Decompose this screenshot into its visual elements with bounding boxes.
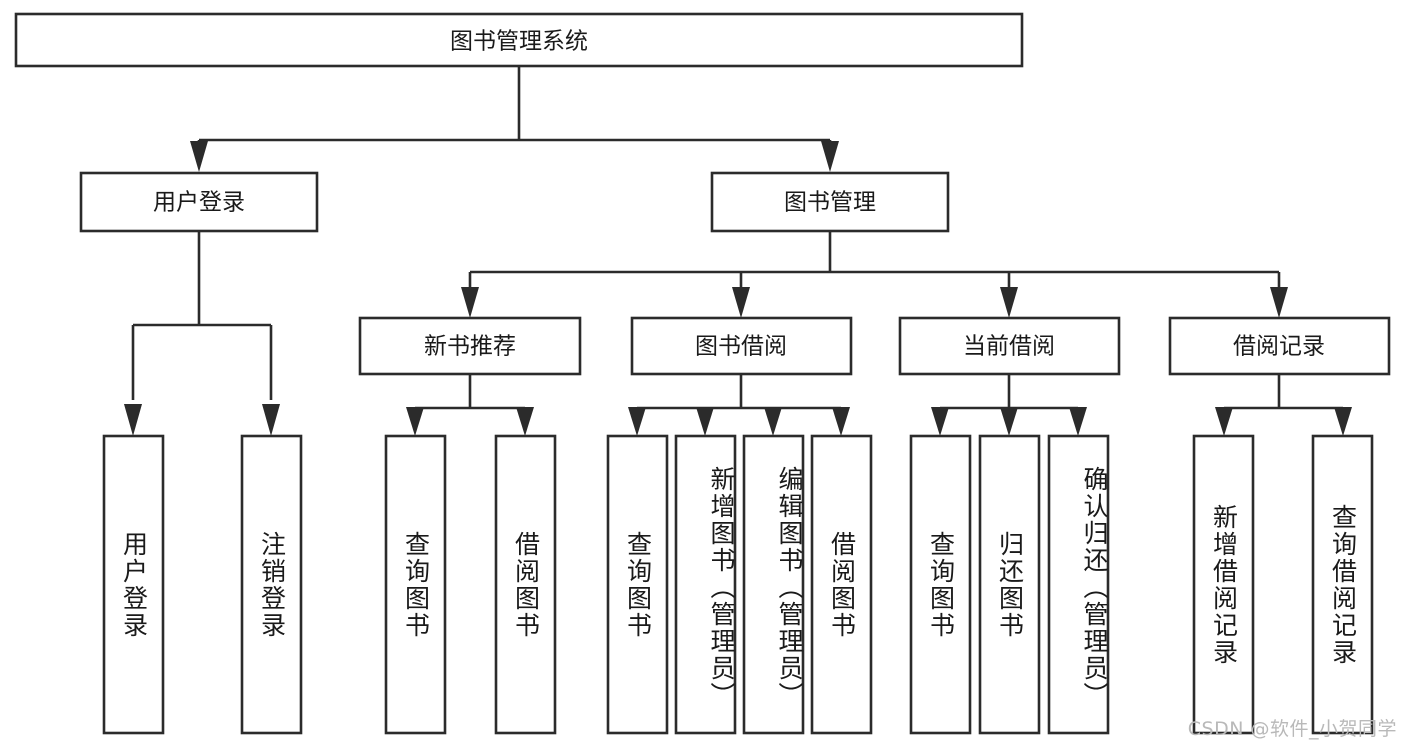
node-box-leaf-user-login-0[interactable] xyxy=(102,434,165,735)
arrow-head-icon xyxy=(1215,407,1233,436)
node-box-root[interactable] xyxy=(14,12,1024,68)
arrow-head-icon xyxy=(1000,407,1018,436)
arrow-head-icon xyxy=(461,287,479,318)
node-box-book-manage[interactable] xyxy=(710,171,950,233)
arrow-head-icon xyxy=(821,141,839,172)
node-box-leaf-user-login-1[interactable] xyxy=(240,434,303,735)
node-box-leaf-book-borrow-3[interactable] xyxy=(810,434,873,735)
arrow-head-icon xyxy=(696,407,714,436)
node-box-leaf-book-borrow-0[interactable] xyxy=(606,434,669,735)
arrow-head-icon xyxy=(931,407,949,436)
arrow-head-icon xyxy=(124,404,142,436)
connector-group-book-borrow xyxy=(628,374,850,436)
arrow-head-icon xyxy=(406,407,424,436)
arrow-head-icon xyxy=(764,407,782,436)
node-label-new-book-recommend: 新书推荐 xyxy=(424,334,516,360)
node-box-user-login[interactable] xyxy=(79,171,319,233)
arrow-head-icon xyxy=(628,407,646,436)
node-box-leaf-new-book-1[interactable] xyxy=(494,434,557,735)
node-box-leaf-new-book-0[interactable] xyxy=(384,434,447,735)
connector-group-root xyxy=(190,66,839,172)
node-box-borrow-record[interactable] xyxy=(1168,316,1391,376)
node-label-current-borrow: 当前借阅 xyxy=(963,334,1055,360)
node-label-borrow-record: 借阅记录 xyxy=(1233,334,1325,360)
node-box-leaf-borrow-record-1[interactable] xyxy=(1311,434,1374,735)
arrow-head-icon xyxy=(1334,407,1352,436)
arrow-head-icon xyxy=(262,404,280,436)
connector-group-borrow-record xyxy=(1215,374,1352,436)
node-box-leaf-book-borrow-2[interactable] xyxy=(742,434,805,735)
node-box-leaf-current-borrow-2[interactable] xyxy=(1047,434,1110,735)
node-box-leaf-current-borrow-1[interactable] xyxy=(978,434,1041,735)
node-label-root: 图书管理系统 xyxy=(450,29,588,55)
node-label-book-manage: 图书管理 xyxy=(784,190,876,216)
node-box-leaf-current-borrow-0[interactable] xyxy=(909,434,972,735)
arrow-head-icon xyxy=(832,407,850,436)
node-label-book-borrow: 图书借阅 xyxy=(695,334,787,360)
connector-group-current-borrow xyxy=(931,374,1087,436)
arrow-head-icon xyxy=(516,407,534,436)
node-box-current-borrow[interactable] xyxy=(898,316,1121,376)
arrow-head-icon xyxy=(190,141,208,172)
arrow-head-icon xyxy=(1270,287,1288,318)
connector-group-new-book xyxy=(406,374,534,436)
node-box-book-borrow[interactable] xyxy=(630,316,853,376)
connector-group-book-manage xyxy=(461,231,1288,318)
node-box-leaf-book-borrow-1[interactable] xyxy=(674,434,737,735)
arrow-head-icon xyxy=(1069,407,1087,436)
node-label-user-login: 用户登录 xyxy=(153,190,245,216)
connector-group-user-login xyxy=(124,231,280,436)
csdn-watermark: CSDN @软件_小贺同学 xyxy=(1187,718,1397,740)
node-box-new-book-recommend[interactable] xyxy=(358,316,582,376)
arrow-head-icon xyxy=(1000,287,1018,318)
node-box-leaf-borrow-record-0[interactable] xyxy=(1192,434,1255,735)
arrow-head-icon xyxy=(732,287,750,318)
